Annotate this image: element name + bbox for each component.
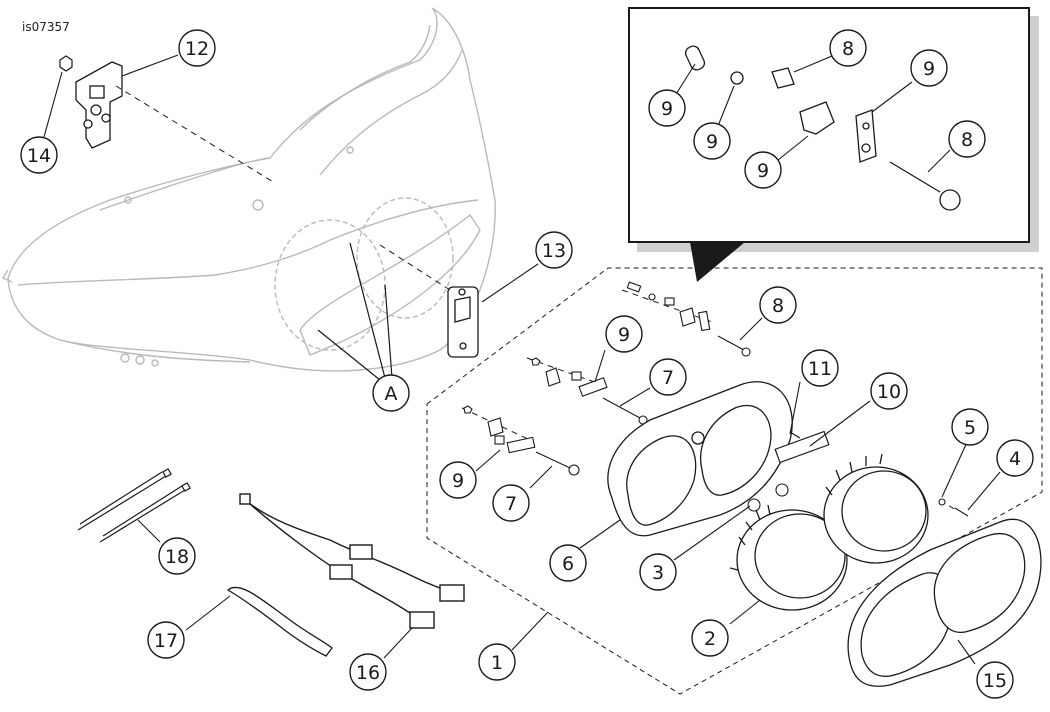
svg-text:12: 12 [185, 38, 209, 60]
callout-7-a: 7 [649, 358, 687, 396]
callout-8-inset: 8 [948, 120, 986, 158]
fairing-outline [1, 7, 496, 372]
svg-text:9: 9 [661, 98, 673, 120]
callout-13: 9 [648, 89, 686, 127]
svg-text:2: 2 [704, 628, 716, 650]
callout-9-inset: 9 [910, 49, 948, 87]
callout-19: 15 [976, 661, 1014, 699]
callout-2: 2 [691, 619, 729, 657]
part-6-headlamp-bracket [607, 381, 793, 537]
part-21-hose [226, 586, 333, 657]
figure-id-label: is07357 [22, 20, 70, 34]
svg-text:17: 17 [154, 630, 178, 652]
callout-7-b: 7 [492, 484, 530, 522]
svg-text:3: 3 [652, 562, 664, 584]
part-19-trim-ring [847, 518, 1042, 687]
svg-text:8: 8 [961, 129, 973, 151]
callout-6: 6 [549, 544, 587, 582]
svg-text:13: 13 [542, 240, 566, 262]
callout-5: 5 [951, 408, 989, 446]
svg-text:11: 11 [808, 358, 832, 380]
callout-17: 13 [535, 231, 573, 269]
svg-text:8: 8 [772, 295, 784, 317]
svg-text:7: 7 [662, 367, 674, 389]
svg-text:15: 15 [983, 670, 1007, 692]
svg-text:4: 4 [1009, 448, 1021, 470]
svg-text:9: 9 [618, 324, 630, 346]
svg-text:5: 5 [964, 417, 976, 439]
callout-10: 8 [829, 29, 867, 67]
callout-12: 9 [693, 122, 731, 160]
callout-21: 17 [147, 621, 185, 659]
callout-3: 3 [639, 553, 677, 591]
svg-text:18: 18 [165, 546, 189, 568]
callout-8: 8 [759, 286, 797, 324]
callout-A: A [372, 374, 410, 412]
svg-text:8: 8 [842, 38, 854, 60]
callout-18: 14 [20, 136, 58, 174]
callout-leaders [43, 54, 1001, 665]
svg-text:9: 9 [757, 160, 769, 182]
callout-20: 16 [349, 653, 387, 691]
callout-1: 1 [478, 643, 516, 681]
reference-a-leaders [317, 242, 393, 381]
svg-text:A: A [385, 383, 398, 405]
svg-text:1: 1 [491, 652, 503, 674]
part-20-wiring-harness [239, 493, 465, 629]
part-2-headlamps [729, 453, 929, 611]
callout-11: 9 [744, 151, 782, 189]
assembly-boundary [426, 267, 1043, 695]
part-17-plate [447, 286, 479, 358]
callout-16: 12 [178, 29, 216, 67]
callout-4: 4 [996, 439, 1034, 477]
part-14-15-clip [774, 430, 830, 464]
callout-circles: 12 14 13 A 9 9 8 9 9 8 8 9 7 11 10 5 4 9… [20, 29, 1034, 699]
svg-text:9: 9 [452, 470, 464, 492]
svg-text:14: 14 [27, 145, 51, 167]
callout-14: 10 [870, 372, 908, 410]
svg-text:7: 7 [505, 493, 517, 515]
callout-22: 18 [158, 537, 196, 575]
svg-text:16: 16 [356, 662, 380, 684]
callout-15: 11 [801, 349, 839, 387]
part-22-cable-ties [77, 468, 191, 543]
part-16-mount-bracket [75, 61, 123, 149]
callout-9-b: 9 [439, 461, 477, 499]
callout-9-a: 9 [605, 315, 643, 353]
svg-text:10: 10 [877, 381, 901, 403]
svg-text:9: 9 [923, 58, 935, 80]
hardware-sets [463, 281, 969, 517]
svg-text:6: 6 [562, 553, 574, 575]
svg-text:9: 9 [706, 131, 718, 153]
part-18-nut [59, 55, 73, 72]
